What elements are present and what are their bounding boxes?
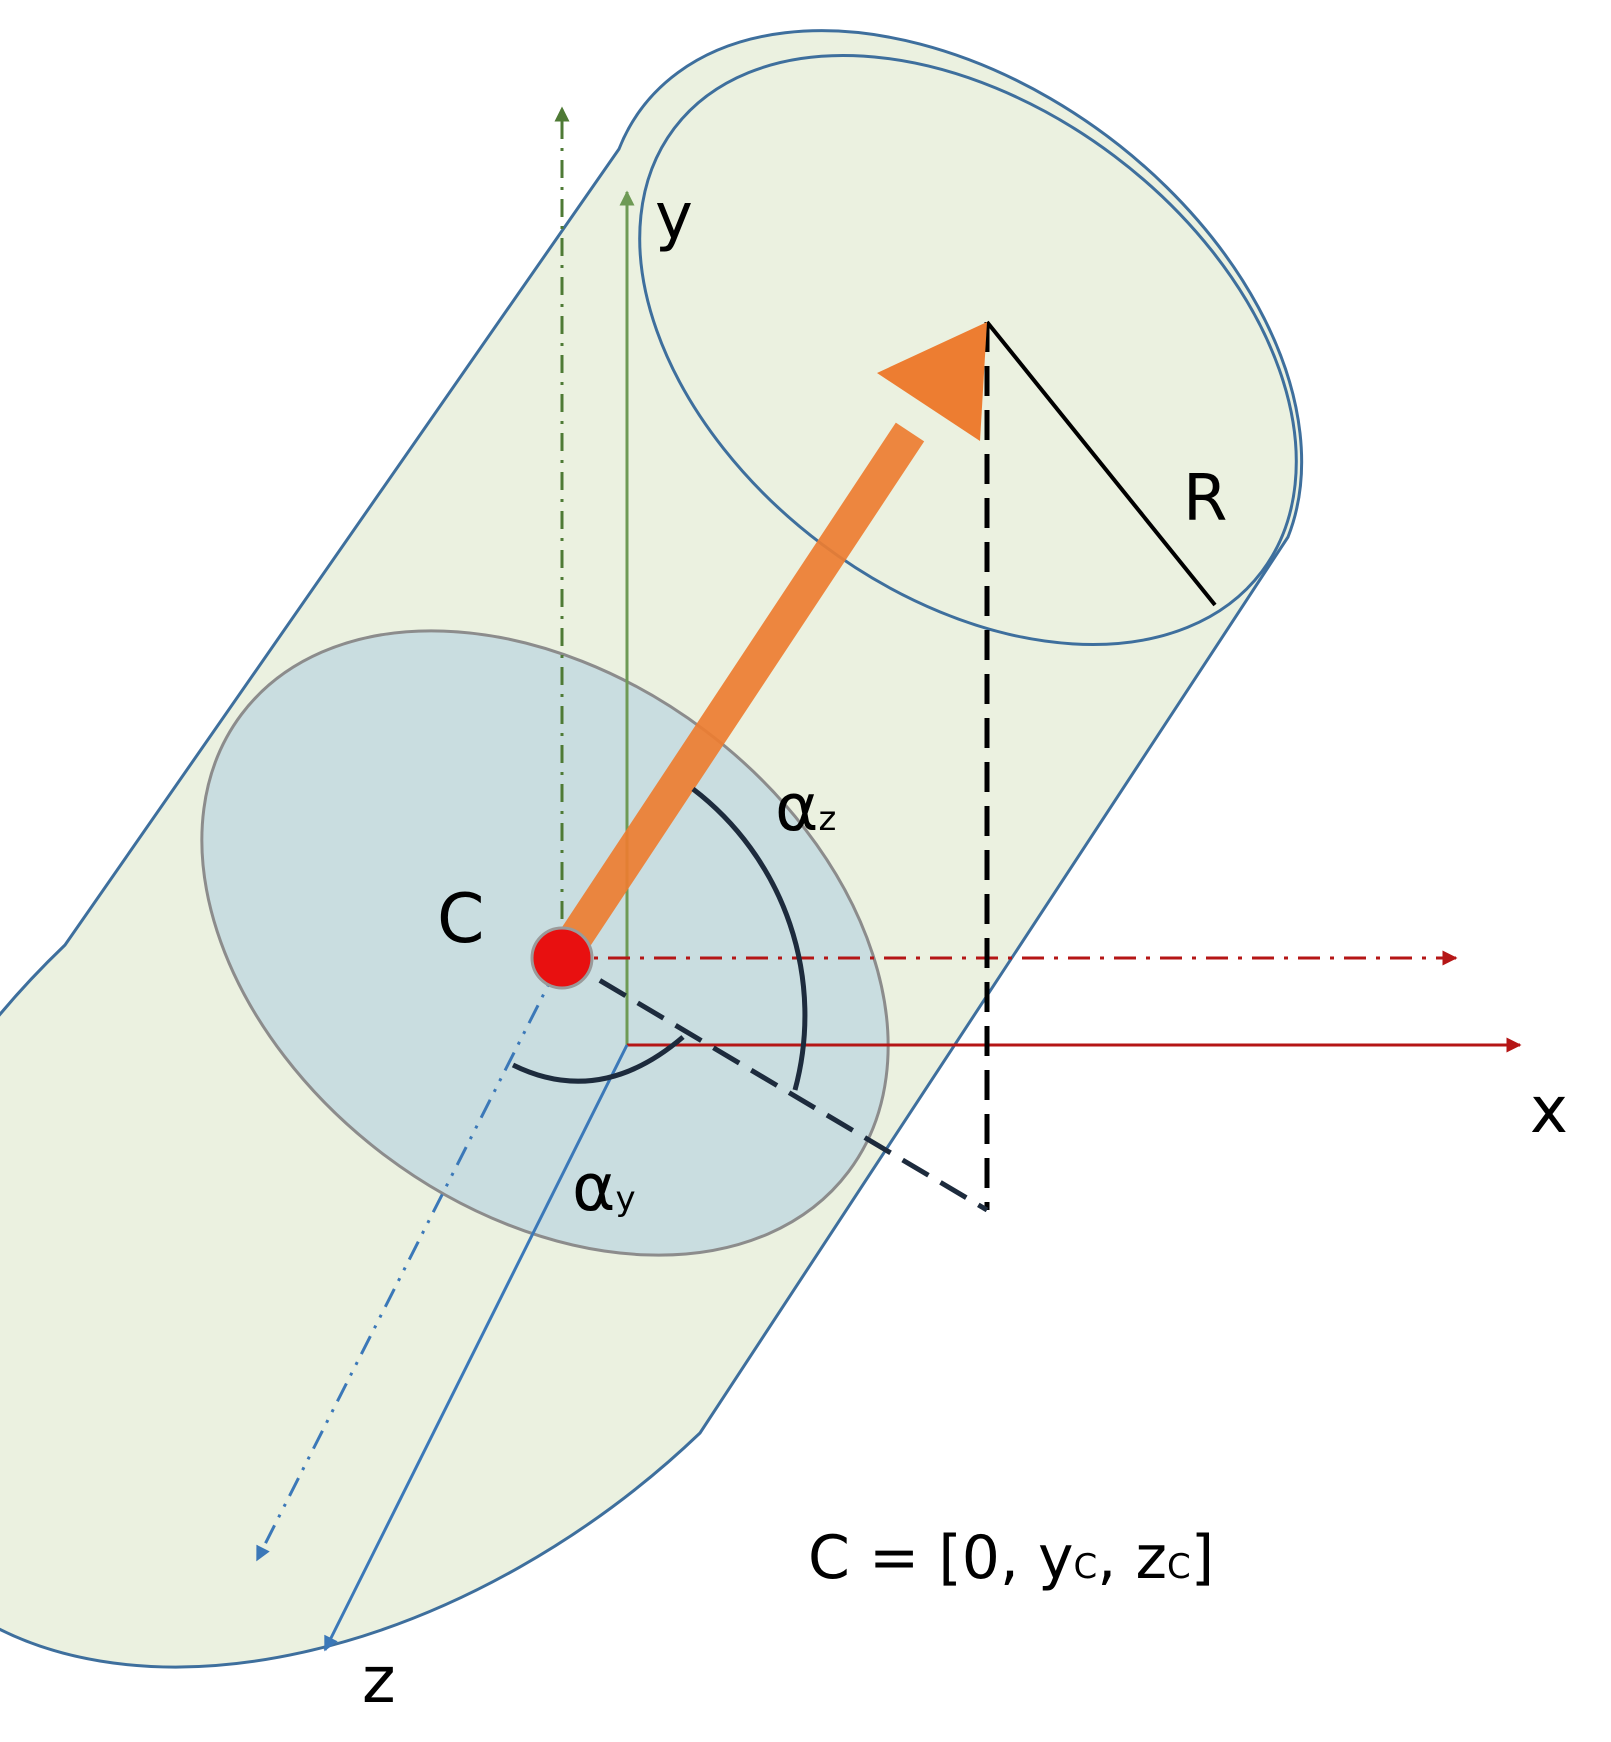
- radius-line: [985, 320, 1217, 607]
- direction-vector-shaft: [547, 422, 925, 968]
- direction-vector-head: [877, 322, 987, 441]
- center-def-suffix: ]: [1191, 1523, 1214, 1593]
- alpha-z-arc: [691, 787, 808, 1091]
- alpha-z-symbol: α: [775, 769, 819, 846]
- center-point: [530, 926, 594, 990]
- alpha-z-subscript: z: [819, 799, 837, 839]
- z-axis-shifted: [255, 957, 564, 1562]
- alpha-y-subscript: y: [616, 1179, 636, 1219]
- alpha-y-label: αy: [572, 1149, 636, 1226]
- center-def-prefix: C = [0, y: [808, 1523, 1074, 1593]
- z-axis: [323, 1044, 629, 1652]
- x-axis-label: x: [1530, 1074, 1568, 1148]
- radius-label: R: [1183, 462, 1227, 536]
- z-axis-label: z: [362, 1644, 396, 1718]
- center-def-mid: , z: [1097, 1523, 1167, 1593]
- alpha-z-label: αz: [775, 769, 836, 846]
- projection-diagonal: [560, 955, 989, 1213]
- center-def-sub1: C: [1074, 1547, 1098, 1587]
- alpha-y-symbol: α: [572, 1149, 616, 1226]
- center-label: C: [437, 880, 484, 959]
- y-axis-label: y: [655, 180, 693, 254]
- center-coordinates-label: C = [0, yC, zC]: [808, 1523, 1214, 1593]
- alpha-y-arc: [511, 1035, 685, 1084]
- center-def-sub2: C: [1167, 1547, 1191, 1587]
